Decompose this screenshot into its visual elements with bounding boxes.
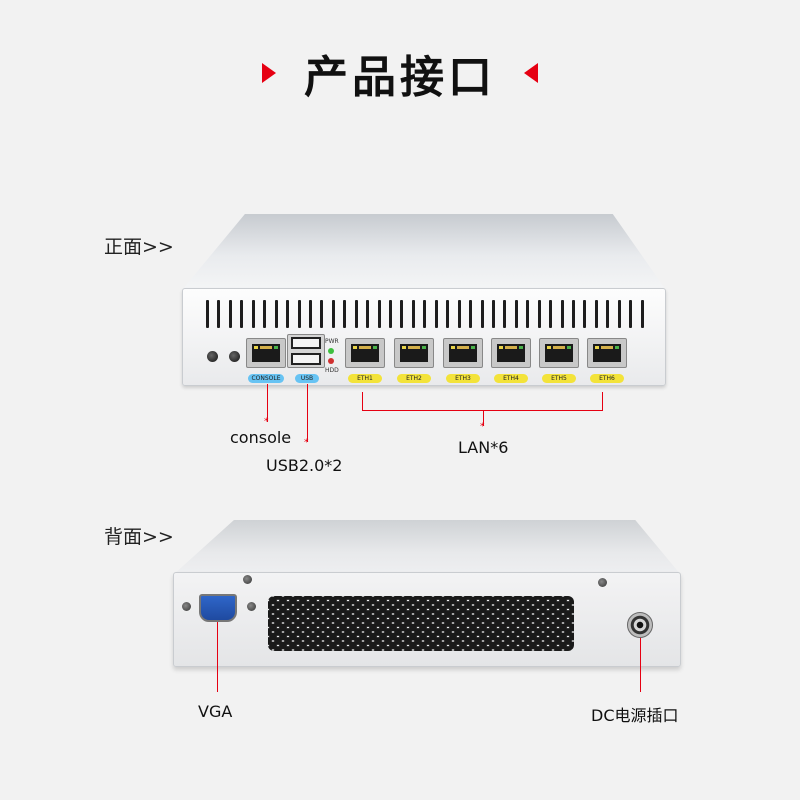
console-annotation: console <box>230 428 292 447</box>
device-front-top <box>182 214 666 290</box>
back-section-label: 背面>> <box>104 526 174 548</box>
screw-icon <box>243 575 252 584</box>
console-port-label: CONSOLE <box>248 374 284 383</box>
lan-bracket-left <box>362 392 363 410</box>
lan-bracket-right <box>602 392 603 410</box>
eth2-label: ETH2 <box>397 374 431 383</box>
eth6-label: ETH6 <box>590 374 624 383</box>
pwr-label: PWR <box>325 338 339 345</box>
dc-pointer-line <box>640 638 641 692</box>
triangle-left-icon <box>524 63 538 83</box>
hdd-label: HDD <box>325 367 339 374</box>
triangle-right-icon <box>262 63 276 83</box>
front-section-label: 正面>> <box>104 236 174 258</box>
hdd-led-icon <box>328 358 334 364</box>
eth3-label: ETH3 <box>446 374 480 383</box>
console-pointer-marker: * <box>264 417 269 427</box>
vga-screw-left-icon <box>182 602 191 611</box>
page-title: 产品接口 <box>304 52 496 103</box>
eth1-port-icon <box>345 338 385 368</box>
dc-power-jack-icon <box>627 612 653 638</box>
reset-button-icon <box>229 351 240 362</box>
eth2-port-icon <box>394 338 434 368</box>
usb-ports-icon <box>287 334 325 368</box>
usb-pointer-line <box>307 384 308 442</box>
usb-port-label: USB <box>295 374 319 383</box>
vga-port-icon <box>199 594 237 622</box>
lan-annotation: LAN*6 <box>458 438 509 457</box>
lan-bracket-bottom <box>362 410 603 411</box>
lan-pointer-marker: * <box>480 422 485 432</box>
front-vents <box>206 300 644 328</box>
usb-annotation: USB2.0*2 <box>266 456 343 475</box>
pwr-led-icon <box>328 348 334 354</box>
eth5-port-icon <box>539 338 579 368</box>
usb-pointer-marker: * <box>304 438 309 448</box>
eth5-label: ETH5 <box>542 374 576 383</box>
vga-screw-right-icon <box>247 602 256 611</box>
eth3-port-icon <box>443 338 483 368</box>
eth1-label: ETH1 <box>348 374 382 383</box>
eth6-port-icon <box>587 338 627 368</box>
eth4-label: ETH4 <box>494 374 528 383</box>
console-port-icon <box>246 338 286 368</box>
vga-annotation: VGA <box>198 702 233 721</box>
eth4-port-icon <box>491 338 531 368</box>
device-back-top <box>173 520 681 575</box>
vga-pointer-line <box>217 622 218 692</box>
lan-pointer-line <box>483 410 484 426</box>
screw-icon <box>598 578 607 587</box>
dc-annotation: DC电源插口 <box>591 706 679 725</box>
page-header: 产品接口 <box>0 38 800 108</box>
back-vent-grille <box>268 596 574 651</box>
power-button-icon <box>207 351 218 362</box>
console-pointer-line <box>267 384 268 422</box>
